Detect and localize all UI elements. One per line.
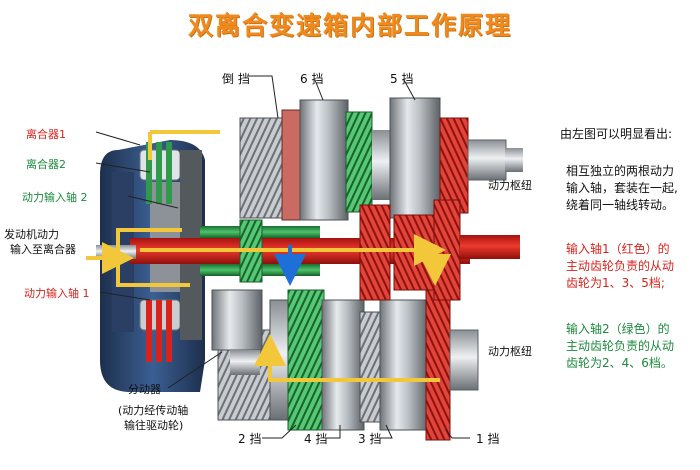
label-output-frame-top: 动力枢纽	[488, 179, 532, 192]
gear-label-reverse: 倒 挡	[222, 72, 250, 86]
label-engine-power-line2: 输入至离合器	[10, 243, 76, 256]
clutch-1-discs	[146, 300, 172, 362]
leader-lines	[95, 75, 470, 439]
explanation-body-line1: 相互独立的两根动力	[566, 164, 675, 178]
gear-label-5: 5 挡	[390, 72, 414, 86]
label-clutch-2: 离合器2	[26, 158, 66, 171]
explanation-red-line2: 主动齿轮负责的从动	[566, 259, 675, 273]
clutch-housing	[100, 140, 205, 392]
clutch-2-discs	[146, 142, 172, 204]
label-input-shaft-2: 动力输入轴 2	[22, 191, 88, 204]
explanation-green-line1: 输入轴2（绿色）的	[566, 322, 670, 336]
gear-label-6: 6 挡	[300, 72, 324, 86]
page-title: 双离合变速箱内部工作原理	[187, 11, 512, 40]
label-transfer-note-line2: 输往驱动轮)	[124, 419, 184, 432]
gear-label-2: 2 挡	[238, 432, 262, 446]
gear-label-1: 1 挡	[476, 432, 500, 446]
explanation-body-line2: 输入轴，套装在一起,	[566, 181, 678, 195]
explanation-body-line3: 绕着同一轴线转动。	[566, 198, 675, 212]
explanation-red-line3: 齿轮为1、3、5档;	[566, 276, 665, 290]
label-transfer-case: 分动器	[128, 383, 161, 396]
label-engine-power-line1: 发动机动力	[4, 228, 59, 241]
explanation-green-line3: 齿轮为2、4、6档。	[566, 356, 673, 370]
label-output-frame-bottom: 动力枢纽	[488, 345, 532, 358]
gear-label-3: 3 挡	[358, 432, 382, 446]
explanation-green-line2: 主动齿轮负责的从动	[566, 339, 675, 353]
power-flow-arrows	[86, 130, 451, 382]
label-input-shaft-1: 动力输入轴 1	[24, 287, 90, 300]
label-transfer-note-line1: (动力经传动轴	[118, 404, 189, 417]
explanation-intro: 由左图可以明显看出:	[560, 127, 673, 141]
label-clutch-1: 离合器1	[26, 128, 66, 141]
gear-label-4: 4 挡	[304, 432, 328, 446]
upper-gear-set	[239, 97, 523, 221]
explanation-red-line1: 输入轴1（红色）的	[566, 242, 670, 256]
